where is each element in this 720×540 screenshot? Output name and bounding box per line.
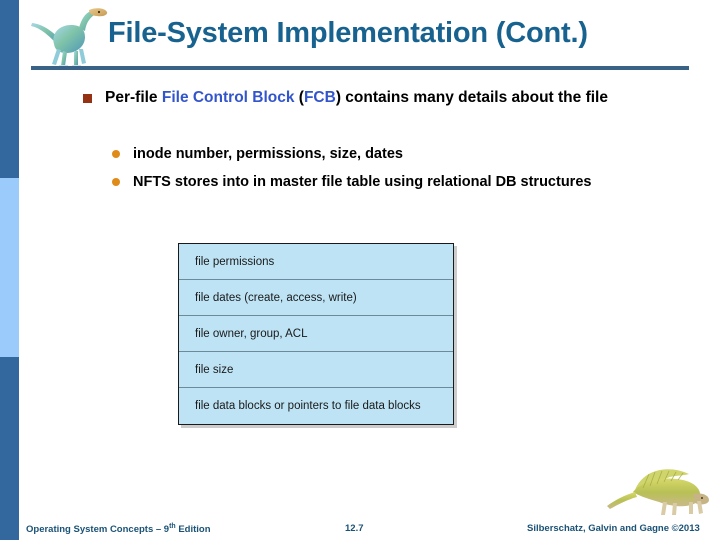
bullet-text-part-3: ) contains many details about the file — [335, 89, 608, 106]
dinosaur-sauropodomorph-icon — [27, 4, 115, 72]
sidebar-accent-middle — [0, 178, 19, 357]
fcb-row-permissions: file permissions — [179, 244, 453, 280]
slide-number: 12.7 — [345, 523, 364, 534]
footer-edition-superscript: th — [169, 523, 176, 530]
footer-edition-prefix: Operating System Concepts – 9 — [26, 524, 170, 536]
footer-edition-label: Operating System Concepts – 9th Edition — [26, 523, 211, 535]
bullet-text-fcb: Per-file File Control Block (FCB) contai… — [105, 88, 608, 108]
footer-edition-suffix: Edition — [175, 524, 211, 536]
sidebar-accent-bottom — [0, 357, 19, 540]
sub-bullet-item-nfts: NFTS stores into in master file table us… — [112, 172, 652, 192]
bullet-text-emphasis-1: File Control Block — [161, 89, 295, 106]
fcb-structure-diagram: file permissions file dates (create, acc… — [178, 243, 454, 425]
sub-bullet-text-nfts: NFTS stores into in master file table us… — [133, 174, 592, 190]
bullet-dot-marker-icon — [112, 150, 120, 158]
fcb-row-data-blocks: file data blocks or pointers to file dat… — [179, 388, 453, 424]
fcb-row-owner: file owner, group, ACL — [179, 316, 453, 352]
dinosaur-dimetrodon-icon — [605, 462, 717, 518]
bullet-text-part-2: ( — [294, 89, 304, 106]
sidebar-accent-top — [0, 0, 19, 178]
sub-bullet-item-inode: inode number, permissions, size, dates — [112, 144, 652, 164]
bullet-text-part-1: Per-file — [105, 89, 162, 106]
bullet-dot-marker-icon — [112, 178, 120, 186]
bullet-square-marker-icon — [83, 94, 92, 103]
fcb-row-dates: file dates (create, access, write) — [179, 280, 453, 316]
bullet-text-emphasis-2: FCB — [303, 89, 336, 106]
footer-copyright: Silberschatz, Galvin and Gagne ©2013 — [527, 523, 700, 534]
sub-bullet-text-inode: inode number, permissions, size, dates — [133, 146, 403, 162]
page-title: File-System Implementation (Cont.) — [108, 17, 588, 49]
bullet-item-fcb: Per-file File Control Block (FCB) contai… — [83, 88, 643, 108]
fcb-row-size: file size — [179, 352, 453, 388]
title-underline-rule — [31, 66, 689, 70]
